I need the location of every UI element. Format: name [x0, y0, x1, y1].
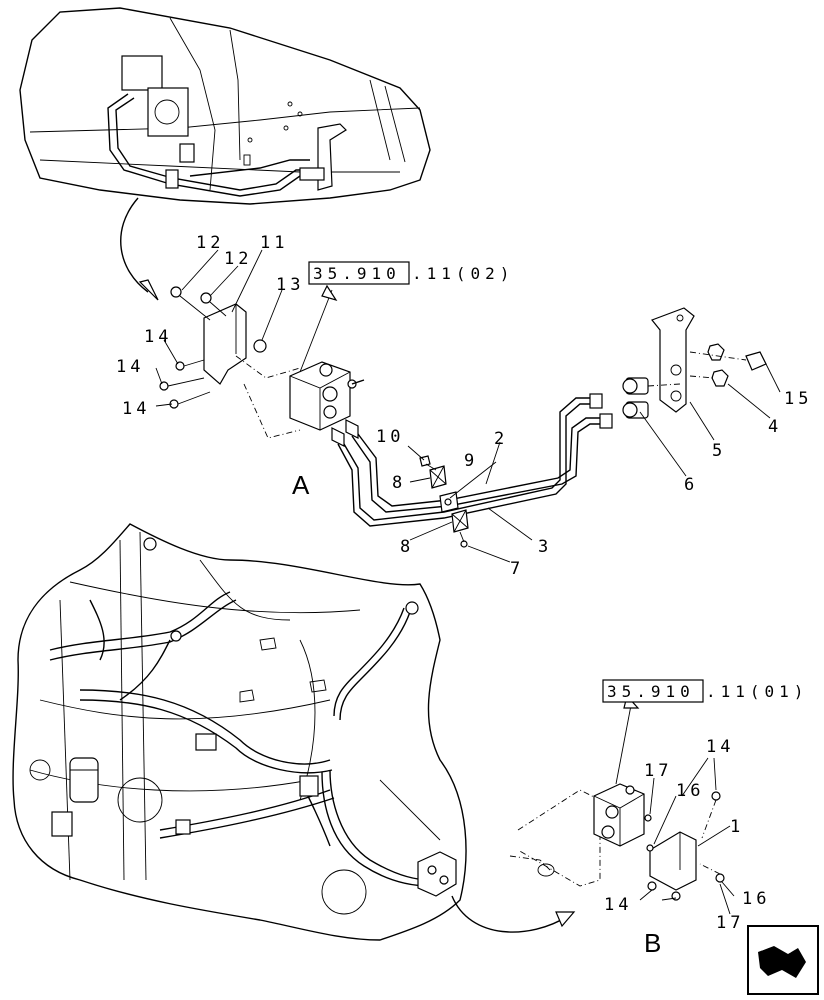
- ref-a-number[interactable]: 35.910: [313, 264, 401, 283]
- callout-7: 7: [510, 559, 524, 579]
- next-page-arrow-icon[interactable]: [747, 925, 819, 995]
- view-a-label: A: [292, 470, 310, 500]
- callout-12b: 12: [224, 249, 252, 269]
- ref-box-a[interactable]: [308, 261, 410, 285]
- callout-15: 15: [784, 389, 812, 409]
- callout-14a: 14: [144, 327, 172, 347]
- callout-16a: 16: [676, 781, 704, 801]
- callout-3: 3: [538, 537, 552, 557]
- view-b-label: B: [644, 928, 661, 958]
- callout-14b: 14: [116, 357, 144, 377]
- callout-11: 11: [260, 233, 288, 253]
- ref-b-number[interactable]: 35.910: [607, 682, 695, 701]
- callout-13: 13: [276, 275, 304, 295]
- machine-cutaway-lower: [12, 523, 467, 941]
- callout-12a: 12: [196, 233, 224, 253]
- callout-14c: 14: [122, 399, 150, 419]
- ref-a-suffix: .11(02): [412, 264, 514, 283]
- ref-b-suffix: .11(01): [706, 682, 808, 701]
- view-b-assembly: [509, 783, 725, 901]
- view-a-pointer-arrow: [120, 197, 159, 301]
- callout-2: 2: [494, 429, 508, 449]
- view-b-pointer-arrow: [451, 895, 576, 933]
- callout-8a: 8: [392, 473, 406, 493]
- callout-8b: 8: [400, 537, 414, 557]
- callout-6: 6: [684, 475, 698, 495]
- callout-10: 10: [376, 427, 404, 447]
- view-a-assembly: [159, 286, 767, 548]
- callout-14e: 14: [604, 895, 632, 915]
- callout-17b: 17: [716, 913, 744, 933]
- callout-9: 9: [464, 451, 478, 471]
- callout-1: 1: [730, 817, 744, 837]
- callout-17a: 17: [644, 761, 672, 781]
- frame-detail-inset-top: [19, 7, 431, 205]
- ref-box-b[interactable]: [602, 679, 704, 703]
- callout-5: 5: [712, 441, 726, 461]
- callout-14d: 14: [706, 737, 734, 757]
- view-a-leader-lines: [155, 249, 781, 563]
- callout-16b: 16: [742, 889, 770, 909]
- callout-4: 4: [768, 417, 782, 437]
